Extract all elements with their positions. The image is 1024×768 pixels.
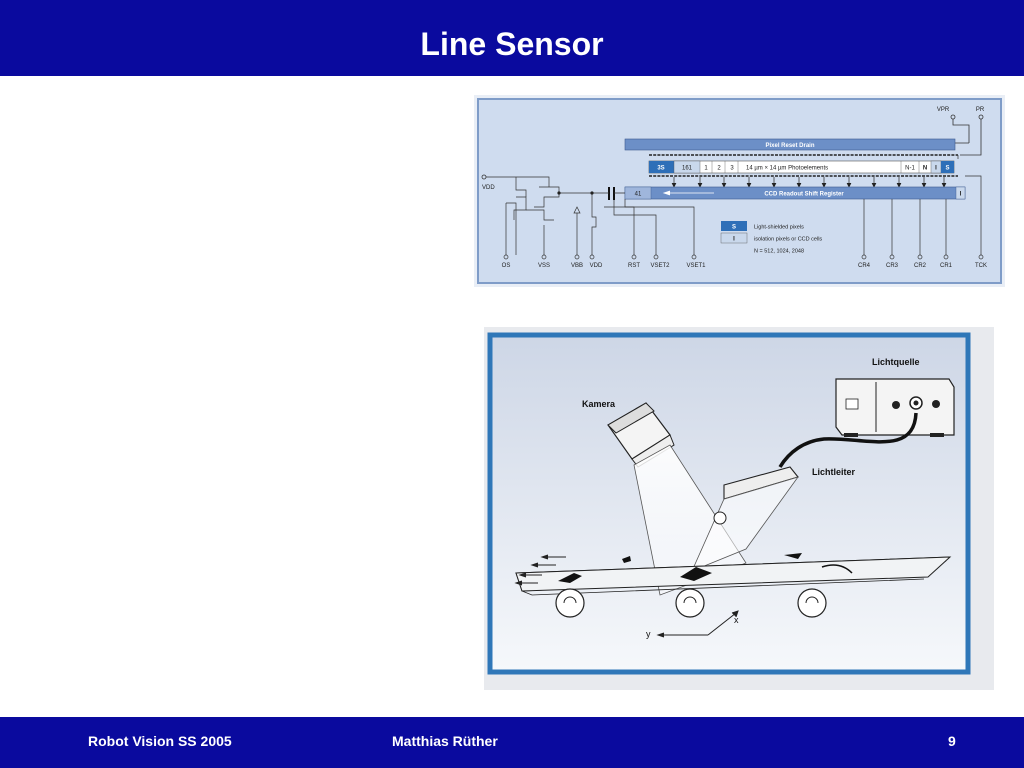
svg-text:Light-shielded pixels: Light-shielded pixels <box>754 225 804 231</box>
pixel-reset-drain-bar <box>624 138 956 151</box>
svg-text:1: 1 <box>704 166 708 172</box>
page-number: 9 <box>948 733 956 749</box>
svg-text:I: I <box>733 237 735 243</box>
svg-text:3: 3 <box>730 166 734 172</box>
pin-label: OS <box>502 263 511 269</box>
light-source-label: Lichtquelle <box>872 357 920 367</box>
svg-text:S: S <box>732 225 736 231</box>
svg-text:14 µm × 14 µm Photoelements: 14 µm × 14 µm Photoelements <box>746 166 828 172</box>
camera-body <box>607 402 675 468</box>
footer-bar: Robot Vision SS 2005 Matthias Rüther 9 <box>0 717 1024 768</box>
svg-text:161: 161 <box>682 166 693 172</box>
svg-text:3S: 3S <box>657 166 664 172</box>
legend: S Light-shielded pixels I isolation pixe… <box>720 221 822 255</box>
pin-label: CR2 <box>914 263 927 269</box>
photoelement-row: 3S 161 1 2 3 14 µm × 14 µm Photoelements… <box>648 160 955 174</box>
pin-label: VSS <box>538 263 550 269</box>
pin-label-vpr: VPR <box>937 107 950 113</box>
pin-label: VDD <box>590 263 603 269</box>
svg-text:isolation pixels or CCD cells: isolation pixels or CCD cells <box>754 237 822 243</box>
title-bar: Line Sensor <box>0 0 1024 76</box>
camera-label: Kamera <box>582 399 616 409</box>
svg-text:I: I <box>960 192 962 198</box>
footer-author: Matthias Rüther <box>392 733 498 749</box>
pin-label: VBB <box>571 263 583 269</box>
light-guide-label: Lichtleiter <box>812 467 856 477</box>
shift-register-label: CCD Readout Shift Register <box>764 192 844 198</box>
light-source-box: Lichtquelle <box>835 357 955 437</box>
pin-label-pr: PR <box>976 107 985 113</box>
svg-text:I: I <box>935 166 937 172</box>
pin-label: RST <box>628 263 640 269</box>
svg-text:N: N <box>923 166 927 172</box>
footer-course: Robot Vision SS 2005 <box>88 733 232 749</box>
axis-x-label: x <box>734 615 739 625</box>
vdd-left-label: VDD <box>482 185 495 191</box>
pin-label: TCK <box>975 263 987 269</box>
pixel-reset-drain-label: Pixel Reset Drain <box>765 143 814 149</box>
svg-text:2: 2 <box>717 166 721 172</box>
line-sensor-diagram: VPR PR Pixel Reset Drain 3S 161 1 2 3 14… <box>474 95 1005 287</box>
pin-label: CR4 <box>858 263 871 269</box>
pin-label: CR3 <box>886 263 899 269</box>
svg-text:S: S <box>945 166 949 172</box>
svg-text:N-1: N-1 <box>905 166 915 172</box>
axis-y-label: y <box>646 629 651 639</box>
svg-text:41: 41 <box>635 192 642 198</box>
pin-label: VSET1 <box>686 263 706 269</box>
pin-label: CR1 <box>940 263 953 269</box>
line-scan-scene: Lichtquelle Kamera Lichtleiter <box>484 327 994 690</box>
svg-text:N = 512, 1024, 2048: N = 512, 1024, 2048 <box>754 249 804 255</box>
pin-label: VSET2 <box>650 263 670 269</box>
slide-title: Line Sensor <box>420 26 604 62</box>
